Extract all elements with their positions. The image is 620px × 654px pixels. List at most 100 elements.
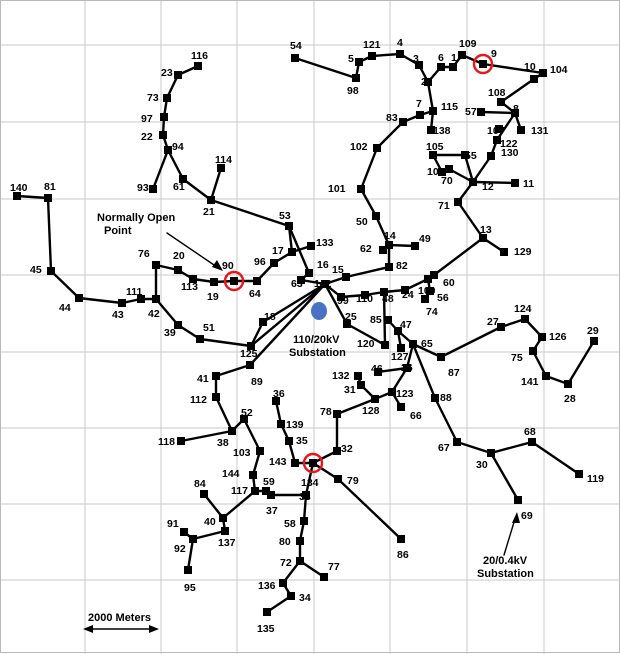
node-68 xyxy=(528,438,536,446)
node-label-78: 78 xyxy=(320,406,332,418)
node-label-81: 81 xyxy=(44,181,56,193)
node-label-2: 2 xyxy=(421,76,427,88)
node-53 xyxy=(285,222,293,230)
node-label-139: 139 xyxy=(286,419,304,431)
node-141 xyxy=(542,372,550,380)
line-71-13 xyxy=(456,200,485,240)
node-132 xyxy=(354,372,362,380)
node-133 xyxy=(307,242,315,250)
node-label-27: 27 xyxy=(487,316,499,328)
node-label-1: 1 xyxy=(451,52,457,64)
node-label-127: 127 xyxy=(391,351,409,363)
node-143 xyxy=(291,459,299,467)
node-62 xyxy=(379,246,387,254)
node-73 xyxy=(163,94,171,102)
node-27 xyxy=(497,323,505,331)
node-label-132: 132 xyxy=(332,370,350,382)
node-label-89: 89 xyxy=(251,376,263,388)
node-label-96: 96 xyxy=(254,256,266,268)
node-137 xyxy=(221,527,229,535)
line-53-16 xyxy=(287,224,311,275)
node-label-112: 112 xyxy=(190,394,207,406)
node-58 xyxy=(300,517,308,525)
node-109 xyxy=(458,51,466,59)
node-7 xyxy=(416,111,424,119)
node-label-24: 24 xyxy=(402,289,414,301)
line-89-41 xyxy=(214,363,252,378)
node-label-75: 75 xyxy=(511,352,523,364)
node-135 xyxy=(263,608,271,616)
lv-substation-arrowhead xyxy=(512,512,520,523)
line-54-98 xyxy=(293,56,358,80)
node-label-9: 9 xyxy=(491,48,497,60)
node-65 xyxy=(409,340,417,348)
node-label-10: 10 xyxy=(524,61,536,73)
node-104 xyxy=(539,69,547,77)
node-85 xyxy=(384,316,392,324)
node-130 xyxy=(487,152,495,160)
node-label-114: 114 xyxy=(215,154,232,166)
node-label-142: 142 xyxy=(314,278,332,290)
node-label-22: 22 xyxy=(141,131,153,143)
node-79 xyxy=(334,475,342,483)
node-44 xyxy=(75,294,83,302)
node-label-72: 72 xyxy=(280,557,292,569)
node-label-113: 113 xyxy=(181,281,198,293)
node-88 xyxy=(431,394,439,402)
node-label-67: 67 xyxy=(438,442,450,454)
node-label-11: 11 xyxy=(523,178,534,190)
line-26-46 xyxy=(376,366,409,374)
node-122 xyxy=(493,136,501,144)
node-13 xyxy=(479,234,487,242)
node-label-87: 87 xyxy=(448,367,460,379)
node-label-39: 39 xyxy=(164,327,176,339)
line-13-60 xyxy=(432,236,485,277)
node-97 xyxy=(160,113,168,121)
node-label-79: 79 xyxy=(347,475,359,487)
node-label-118: 118 xyxy=(158,436,175,448)
node-label-16: 16 xyxy=(317,259,329,271)
node-label-117: 117 xyxy=(231,485,248,497)
node-label-69: 69 xyxy=(521,510,533,522)
line-67-30 xyxy=(455,440,493,455)
node-6 xyxy=(437,63,445,71)
node-28 xyxy=(564,380,572,388)
line-117-40 xyxy=(221,489,257,520)
node-label-109: 109 xyxy=(459,38,477,50)
node-label-26: 26 xyxy=(401,362,413,374)
node-label-111: 111 xyxy=(126,286,143,298)
node-55 xyxy=(461,151,469,159)
node-label-47: 47 xyxy=(400,319,412,331)
node-22 xyxy=(159,131,167,139)
node-16 xyxy=(305,269,313,277)
line-83-102 xyxy=(375,120,405,150)
node-label-57: 57 xyxy=(465,106,477,118)
line-92-95 xyxy=(186,537,195,572)
node-117 xyxy=(251,487,259,495)
line-101-50 xyxy=(359,187,378,218)
node-label-80: 80 xyxy=(279,536,291,548)
line-38-118 xyxy=(179,429,234,443)
node-label-63: 63 xyxy=(291,278,303,290)
line-112-38 xyxy=(214,395,234,433)
node-142 xyxy=(321,280,329,288)
node-69 xyxy=(514,496,522,504)
node-107 xyxy=(495,125,503,133)
node-label-51: 51 xyxy=(203,322,215,334)
open-point-ring-90 xyxy=(223,270,245,292)
node-32 xyxy=(333,447,341,455)
node-20 xyxy=(174,266,182,274)
line-65-88 xyxy=(411,342,437,400)
line-33-58 xyxy=(302,493,308,523)
line-94-93 xyxy=(151,148,170,191)
node-label-91: 91 xyxy=(167,518,179,530)
node-126 xyxy=(538,333,546,341)
node-label-25: 25 xyxy=(345,311,357,323)
node-52 xyxy=(240,415,248,423)
node-label-19: 19 xyxy=(207,291,219,303)
node-70 xyxy=(445,165,453,173)
scale-label: 2000 Meters xyxy=(88,612,151,624)
node-94 xyxy=(164,146,172,154)
